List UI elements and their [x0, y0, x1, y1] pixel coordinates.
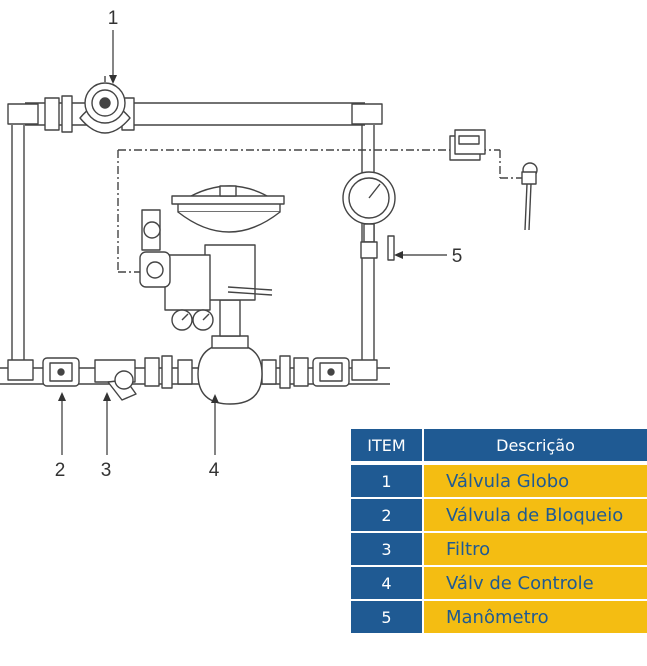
row-description: Válvula de Bloqueio	[422, 499, 647, 531]
controller-unit	[449, 129, 486, 161]
callout-1: 1	[108, 8, 119, 29]
row-description: Manômetro	[422, 601, 647, 633]
callout-4: 4	[209, 460, 220, 481]
row-item-number: 1	[351, 465, 422, 497]
legend-row: 5 Manômetro	[351, 601, 647, 633]
temperature-sensor	[521, 162, 538, 231]
legend-row: 2 Válvula de Bloqueio	[351, 499, 647, 531]
callout-arrows	[61, 30, 447, 455]
row-item-number: 5	[351, 601, 422, 633]
legend-row: 3 Filtro	[351, 533, 647, 565]
callout-2: 2	[55, 460, 66, 481]
main-pipe	[0, 335, 390, 405]
pressure-gauge-item-5	[342, 171, 396, 261]
callout-3: 3	[101, 460, 112, 481]
header-description: Descrição	[422, 429, 647, 463]
callout-arrowheads	[58, 75, 403, 403]
legend-table: ITEM Descrição 1 Válvula Globo 2 Válvula…	[351, 427, 647, 635]
legend-header-row: ITEM Descrição	[351, 429, 647, 463]
row-description: Filtro	[422, 533, 647, 565]
row-description: Válv de Controle	[422, 567, 647, 599]
row-item-number: 4	[351, 567, 422, 599]
header-item: ITEM	[351, 429, 422, 463]
row-description: Válvula Globo	[422, 465, 647, 497]
callout-5: 5	[452, 246, 463, 267]
control-valve-item-4	[139, 185, 285, 337]
legend-row: 4 Válv de Controle	[351, 567, 647, 599]
legend-row: 1 Válvula Globo	[351, 465, 647, 497]
row-item-number: 2	[351, 499, 422, 531]
row-item-number: 3	[351, 533, 422, 565]
globe-valve-item-1	[79, 76, 131, 134]
